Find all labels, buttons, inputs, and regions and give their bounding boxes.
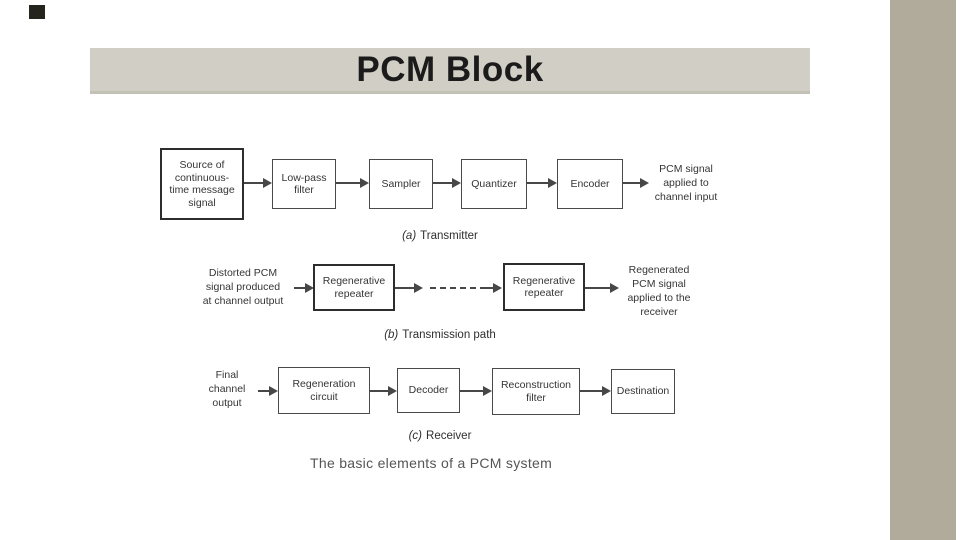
transmitter-output-text: PCM signal applied to channel input <box>654 163 718 203</box>
transmitter-label-prefix: (a) <box>402 230 417 242</box>
transmission-path-label-text: Transmission path <box>402 329 496 341</box>
transmitter-label: (a)Transmitter <box>320 230 560 242</box>
template-accent-square <box>29 5 45 19</box>
reconstruction-filter-box: Reconstruction filter <box>492 368 580 415</box>
figure-caption: The basic elements of a PCM system <box>310 455 553 471</box>
arrow-sampler-to-quantizer <box>433 178 461 188</box>
receiver-label-text: Receiver <box>426 430 472 442</box>
arrow-into-repeater2 <box>486 283 502 293</box>
regenerative-repeater2-box: Regenerative repeater <box>503 263 585 311</box>
lowpass-filter-box: Low-pass filter <box>272 159 336 209</box>
arrow-repeater2-to-output <box>585 283 619 293</box>
arrow-lowpass-to-sampler <box>336 178 369 188</box>
dashed-channel-line <box>430 287 486 289</box>
decoder-box: Decoder <box>397 368 460 413</box>
arrow-input-to-regeneration <box>258 386 278 396</box>
page-title: PCM Block <box>356 49 544 89</box>
source-box: Source of continuous- time message signa… <box>160 148 244 220</box>
destination-box: Destination <box>611 369 675 414</box>
arrow-reconstruction-to-destination <box>580 386 611 396</box>
transmission-output-text: Regenerated PCM signal applied to the re… <box>627 264 691 318</box>
transmission-path-label-prefix: (b) <box>384 329 399 341</box>
transmitter-label-text: Transmitter <box>420 230 478 242</box>
receiver-label-prefix: (c) <box>408 430 423 442</box>
arrow-encoder-to-output <box>623 178 649 188</box>
transmission-path-label: (b)Transmission path <box>320 329 560 341</box>
arrow-input-to-repeater1 <box>294 283 314 293</box>
arrow-quantizer-to-encoder <box>527 178 557 188</box>
title-banner: PCM Block <box>90 48 810 94</box>
regenerative-repeater1-box: Regenerative repeater <box>313 264 395 311</box>
channel-input-text: Distorted PCM signal produced at channel… <box>202 267 284 307</box>
quantizer-box: Quantizer <box>461 159 527 209</box>
arrow-regeneration-to-decoder <box>370 386 397 396</box>
regeneration-circuit-box: Regeneration circuit <box>278 367 370 414</box>
arrow-decoder-to-reconstruction <box>460 386 492 396</box>
receiver-label: (c)Receiver <box>320 430 560 442</box>
sampler-box: Sampler <box>369 159 433 209</box>
arrow-source-to-lowpass <box>244 178 272 188</box>
encoder-box: Encoder <box>557 159 623 209</box>
template-side-bar <box>890 0 956 540</box>
arrow-repeater1-out <box>395 283 423 293</box>
final-channel-output-text: Final channel output <box>208 369 246 409</box>
